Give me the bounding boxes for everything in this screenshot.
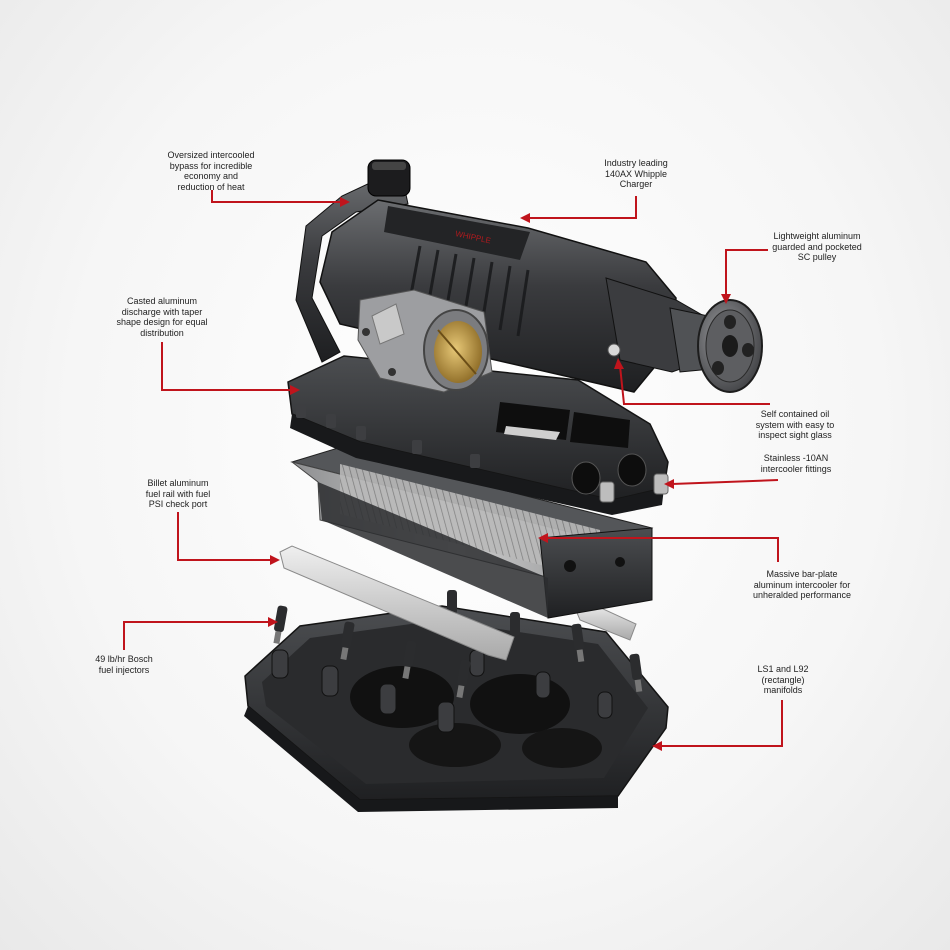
callout-charger: Industry leading 140AX Whipple Charger	[604, 158, 668, 189]
callout-fuel-rail: Billet aluminum fuel rail with fuel PSI …	[145, 478, 211, 509]
discharge-plenum	[287, 355, 669, 515]
leader-injectors	[123, 621, 270, 650]
leader-arrowheads	[268, 197, 731, 751]
leader-fittings	[671, 479, 779, 485]
leader-pulley	[725, 249, 768, 296]
leader-fuel-rail	[177, 512, 272, 561]
leader-discharge	[161, 342, 292, 391]
callout-intercooler: Massive bar-plate aluminum intercooler f…	[752, 569, 852, 600]
leader-charger	[528, 196, 637, 219]
intercooler	[290, 447, 654, 619]
callout-manifold: LS1 and L92 (rectangle) manifolds	[757, 664, 809, 695]
lower-manifold	[244, 605, 669, 812]
callout-pulley: Lightweight aluminum guarded and pockete…	[772, 231, 862, 262]
leader-manifold	[660, 700, 783, 747]
leader-oil	[619, 365, 770, 405]
supercharger-body: WHIPPLE	[295, 159, 723, 393]
sc-pulley	[697, 299, 763, 393]
callout-injectors: 49 lb/hr Bosch fuel injectors	[95, 654, 153, 675]
callout-bypass: Oversized intercooled bypass for incredi…	[167, 150, 255, 192]
fuel-injectors	[273, 590, 643, 698]
callout-fittings: Stainless -10AN intercooler fittings	[760, 453, 832, 474]
callout-oil: Self contained oil system with easy to i…	[755, 409, 835, 440]
fuel-rail	[279, 545, 637, 661]
leader-bypass	[211, 190, 342, 203]
leader-lines	[123, 190, 783, 747]
callout-discharge: Casted aluminum discharge with taper sha…	[116, 296, 208, 338]
leader-intercooler	[546, 537, 779, 562]
throttle-body	[357, 289, 493, 393]
